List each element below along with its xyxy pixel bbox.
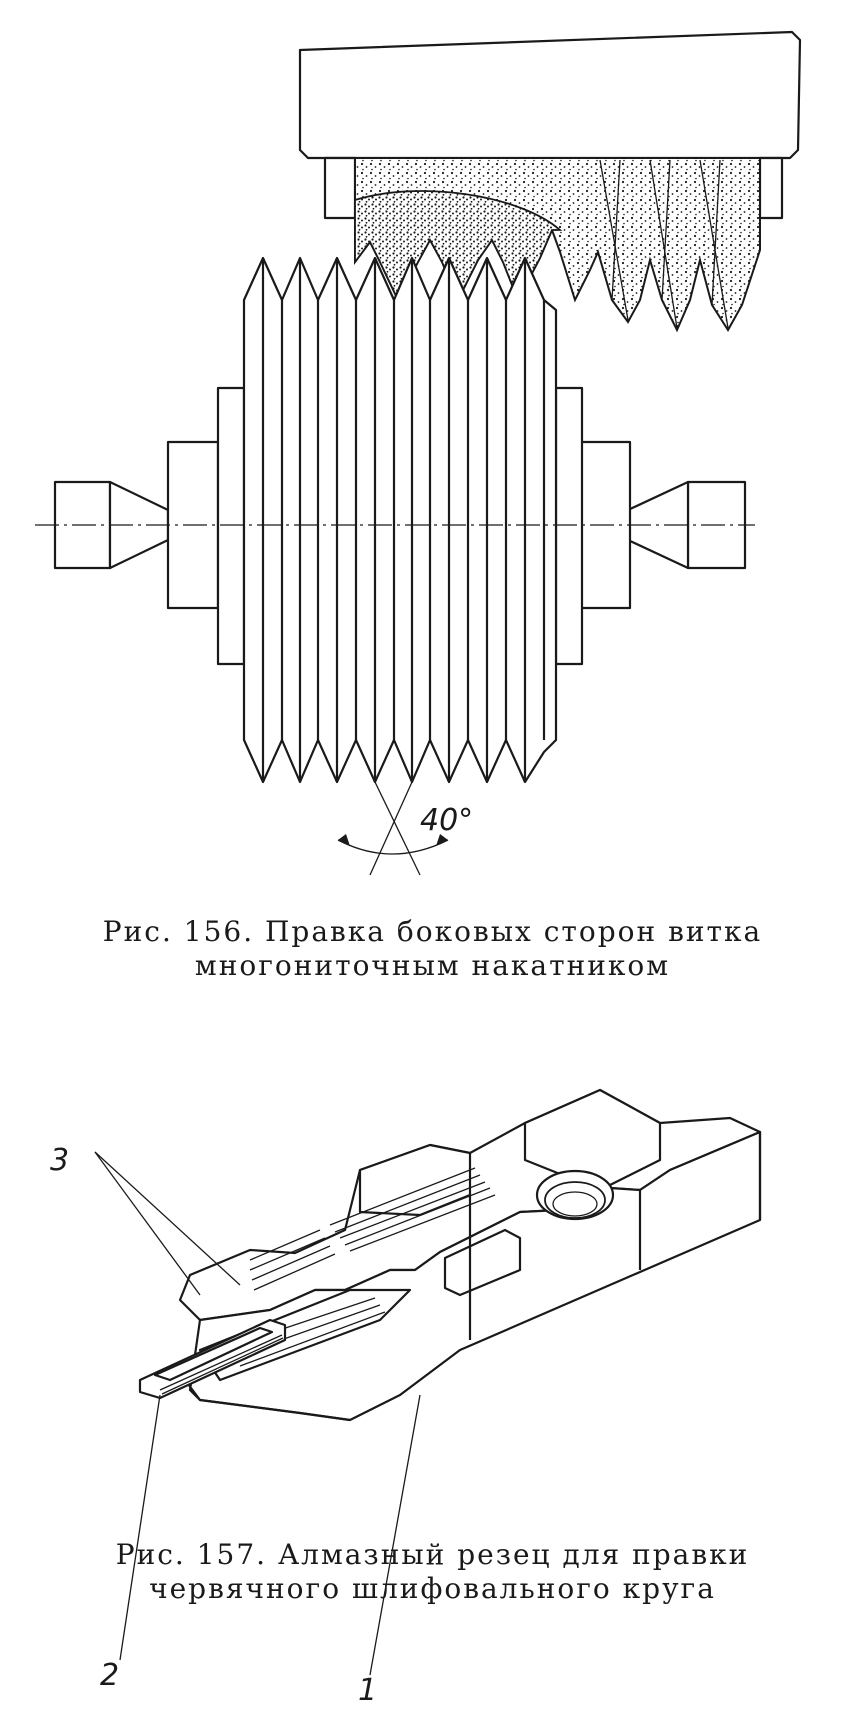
- figure-157-drawing: 3 2 1: [50, 1088, 762, 1708]
- part-labels: 3 2 1: [50, 1143, 377, 1708]
- multi-thread-roller: [242, 256, 558, 784]
- label-1: 1: [358, 1673, 377, 1708]
- figure-156: 40° Рис. 156. Правка боковых сторон витк…: [0, 30, 865, 983]
- wheel-block: [298, 30, 802, 160]
- leader-lines: [94, 1151, 421, 1676]
- diamond-cutter-holder: [178, 1088, 762, 1422]
- label-2: 2: [100, 1658, 119, 1693]
- wheel-hub: [323, 156, 784, 220]
- angle-label: 40°: [420, 803, 473, 838]
- figure-157: 3 2 1 Рис. 157. Алмазный резец для правк…: [0, 1020, 865, 1725]
- caption-157-line-1: Рис. 157. Алмазный резец для правки: [115, 1538, 750, 1571]
- caption-156-line-1: Рис. 156. Правка боковых сторон витка: [102, 915, 763, 948]
- caption-156-line-2: многониточным накатником: [194, 949, 671, 982]
- figure-156-caption: Рис. 156. Правка боковых сторон витка мн…: [0, 915, 865, 983]
- caption-157-line-2: червячного шлифовального круга: [149, 1572, 716, 1605]
- angle-marker: 40°: [337, 781, 473, 876]
- figure-157-caption: Рис. 157. Алмазный резец для правки черв…: [0, 1538, 865, 1606]
- label-3: 3: [50, 1143, 69, 1178]
- roller-shoulders: [166, 386, 632, 666]
- figure-156-drawing: 40°: [35, 30, 802, 876]
- diamond-insert: [138, 1318, 287, 1400]
